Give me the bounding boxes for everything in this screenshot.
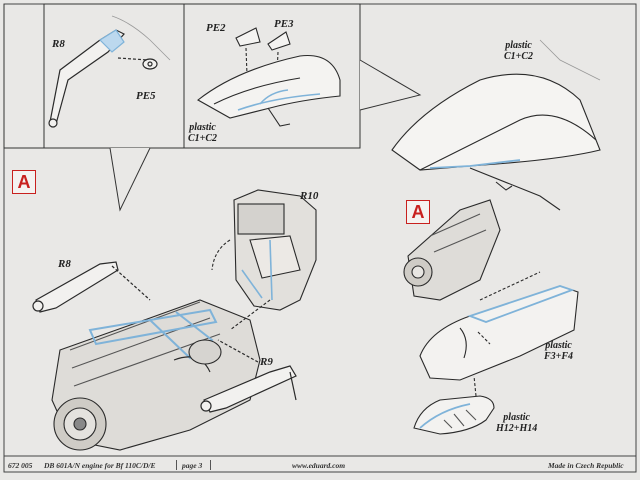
footer-divider bbox=[210, 460, 211, 470]
footer-page: page 3 bbox=[182, 461, 203, 470]
footer-title: DB 601A/N engine for Bf 110C/D/E bbox=[44, 461, 156, 470]
step-a-marker-right: A bbox=[406, 200, 430, 224]
intake-drawing bbox=[413, 375, 495, 435]
part-code: C1+C2 bbox=[504, 51, 534, 62]
label-plastic-c-inset: plastic C1+C2 bbox=[188, 122, 217, 144]
plastic-word: plastic bbox=[503, 412, 530, 423]
r10-drawing bbox=[211, 189, 317, 331]
footer-site: www.eduard.com bbox=[292, 461, 346, 470]
part-code: F3+F4 bbox=[544, 351, 574, 362]
label-r8-inset: R8 bbox=[52, 38, 65, 50]
r8-inset-drawing bbox=[48, 15, 171, 128]
engine-main-drawing bbox=[51, 299, 261, 451]
label-plastic-f: plastic F3+F4 bbox=[544, 340, 573, 362]
label-pe3: PE3 bbox=[274, 18, 294, 30]
label-pe2: PE2 bbox=[206, 22, 226, 34]
inset-frames bbox=[3, 3, 422, 212]
cowling-drawing bbox=[419, 271, 579, 381]
footer-divider bbox=[176, 460, 177, 470]
label-plastic-h: plastic H12+H14 bbox=[496, 412, 537, 434]
canopy-inset-drawing bbox=[197, 27, 341, 127]
r8-main-drawing bbox=[32, 261, 151, 313]
step-a-marker-left: A bbox=[12, 170, 36, 194]
label-r8-main: R8 bbox=[58, 258, 71, 270]
engine-right-drawing bbox=[403, 199, 501, 301]
r9-drawing bbox=[200, 339, 297, 413]
part-code: C1+C2 bbox=[188, 133, 218, 144]
label-plastic-c-right: plastic C1+C2 bbox=[504, 40, 533, 62]
page-footer: 672 005 DB 601A/N engine for Bf 110C/D/E… bbox=[0, 458, 640, 472]
footer-code: 672 005 bbox=[8, 461, 33, 470]
plastic-word: plastic bbox=[545, 340, 572, 351]
right-canopy-drawing bbox=[391, 39, 601, 211]
footer-origin: Made in Czech Republic bbox=[548, 461, 624, 470]
label-r10: R10 bbox=[300, 190, 319, 202]
label-r9: R9 bbox=[260, 356, 273, 368]
part-code: H12+H14 bbox=[496, 423, 538, 434]
plastic-word: plastic bbox=[189, 122, 216, 133]
plastic-word: plastic bbox=[505, 40, 532, 51]
label-pe5: PE5 bbox=[136, 90, 156, 102]
